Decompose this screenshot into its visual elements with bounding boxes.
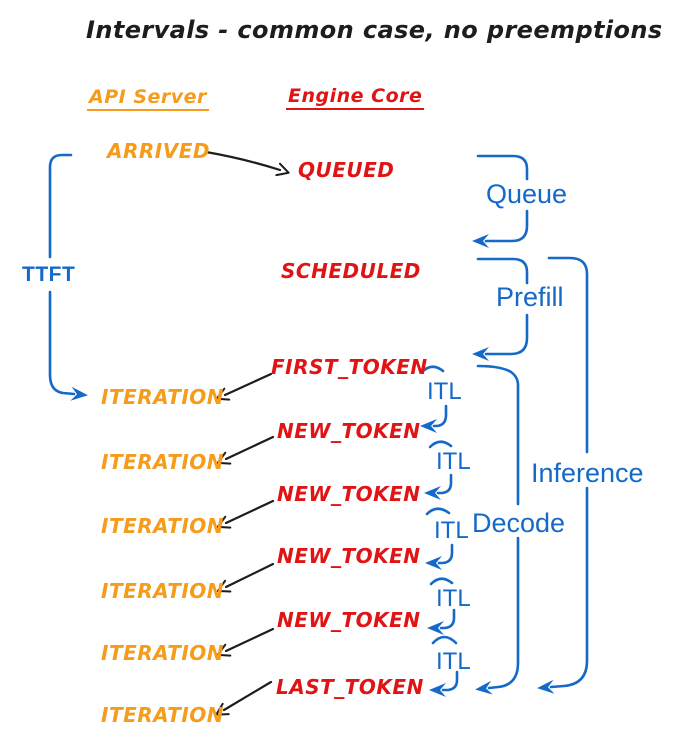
event-arrived: ARRIVED — [107, 139, 210, 163]
itl-group-2 — [424, 440, 453, 500]
interval-label-inference: Inference — [531, 458, 644, 488]
interval-label-queue: Queue — [486, 179, 568, 209]
event-new-token-3: NEW_TOKEN — [277, 544, 421, 568]
interval-label-decode: Decode — [472, 508, 566, 538]
event-last-token: LAST_TOKEN — [276, 675, 424, 699]
column-header-api-server: API Server — [87, 87, 209, 111]
event-iteration-1: ITERATION — [101, 385, 225, 409]
event-first-token: FIRST_TOKEN — [271, 355, 428, 379]
event-iteration-5: ITERATION — [101, 641, 225, 665]
token-to-iteration-arrows — [215, 372, 275, 716]
interval-label-itl-1: ITL — [427, 378, 462, 405]
event-scheduled: SCHEDULED — [281, 259, 421, 283]
interval-label-itl-2: ITL — [436, 448, 471, 475]
diagram-title: Intervals - common case, no preemptions — [86, 16, 663, 44]
event-iteration-4: ITERATION — [101, 579, 225, 603]
event-queued: QUEUED — [298, 158, 395, 182]
arrived-to-queued-arrow — [204, 150, 290, 177]
event-iteration-6: ITERATION — [101, 703, 225, 727]
column-header-engine-core: Engine Core — [286, 86, 425, 110]
interval-label-itl-5: ITL — [436, 648, 471, 675]
event-iteration-2: ITERATION — [101, 450, 225, 474]
decode-bracket — [475, 364, 520, 695]
event-new-token-4: NEW_TOKEN — [277, 608, 421, 632]
ttft-bracket — [48, 153, 88, 401]
interval-label-ttft: TTFT — [22, 263, 76, 286]
itl-group-3 — [425, 507, 454, 570]
event-new-token-1: NEW_TOKEN — [277, 419, 421, 443]
event-new-token-2: NEW_TOKEN — [277, 482, 421, 506]
itl-group-1 — [420, 365, 448, 433]
queue-bracket — [472, 154, 529, 248]
event-iteration-3: ITERATION — [101, 514, 225, 538]
itl-group-4 — [427, 577, 456, 635]
prefill-bracket — [472, 257, 529, 361]
interval-label-itl-3: ITL — [434, 517, 469, 544]
itl-group-5 — [429, 635, 459, 697]
interval-label-itl-4: ITL — [436, 585, 471, 612]
interval-label-prefill: Prefill — [496, 282, 564, 312]
inference-bracket — [537, 256, 589, 694]
